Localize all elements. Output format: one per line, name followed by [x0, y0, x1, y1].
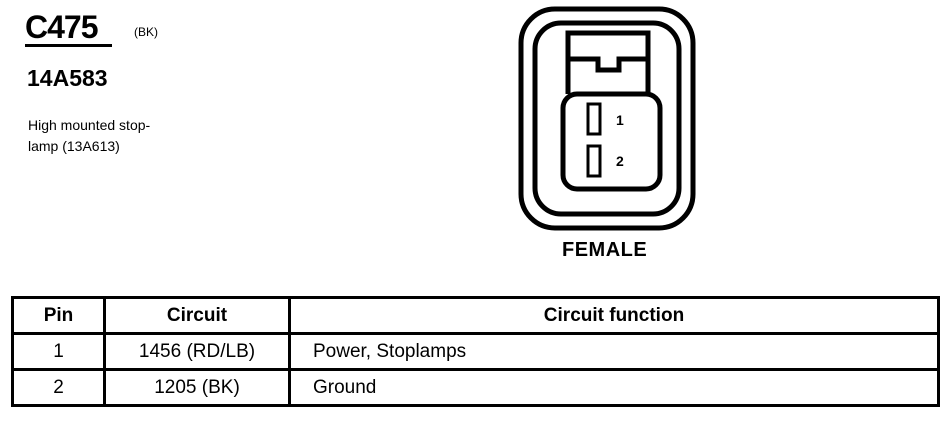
header-circuit: Circuit [103, 296, 291, 335]
table-header-row: Pin Circuit Circuit function [11, 296, 940, 335]
cell-function: Power, Stoplamps [288, 332, 940, 371]
connector-id-underline [25, 44, 112, 47]
part-number: 14A583 [27, 65, 108, 91]
cell-pin: 1 [11, 332, 106, 371]
connector-inner-shell [532, 20, 682, 217]
connector-face-diagram [518, 6, 696, 231]
pin-cavity-1 [586, 102, 602, 136]
cell-pin: 2 [11, 368, 106, 407]
pin-label-1: 1 [616, 112, 624, 128]
connector-outer-shell [518, 6, 696, 231]
table-row: 1 1456 (RD/LB) Power, Stoplamps [11, 332, 940, 371]
connector-latch-notch [568, 56, 648, 73]
pin-label-2: 2 [616, 153, 624, 169]
connector-id: C475 [25, 9, 98, 45]
table-row: 2 1205 (BK) Ground [11, 368, 940, 407]
connector-pin-body [560, 91, 663, 192]
cell-function: Ground [288, 368, 940, 407]
connector-gender: FEMALE [562, 239, 648, 261]
description-line-2: lamp (13A613) [28, 138, 120, 154]
description-line-1: High mounted stop- [28, 117, 151, 133]
pin-cavity-2 [586, 144, 602, 178]
pin-circuit-table: Pin Circuit Circuit function 1 1456 (RD/… [11, 296, 940, 407]
connector-description: High mounted stop- lamp (13A613) [28, 115, 218, 157]
connector-color: (BK) [134, 25, 158, 39]
cell-circuit: 1205 (BK) [103, 368, 291, 407]
connector-locking-tab [565, 30, 651, 94]
header-pin: Pin [11, 296, 106, 335]
cell-circuit: 1456 (RD/LB) [103, 332, 291, 371]
header-circuit-function: Circuit function [288, 296, 940, 335]
